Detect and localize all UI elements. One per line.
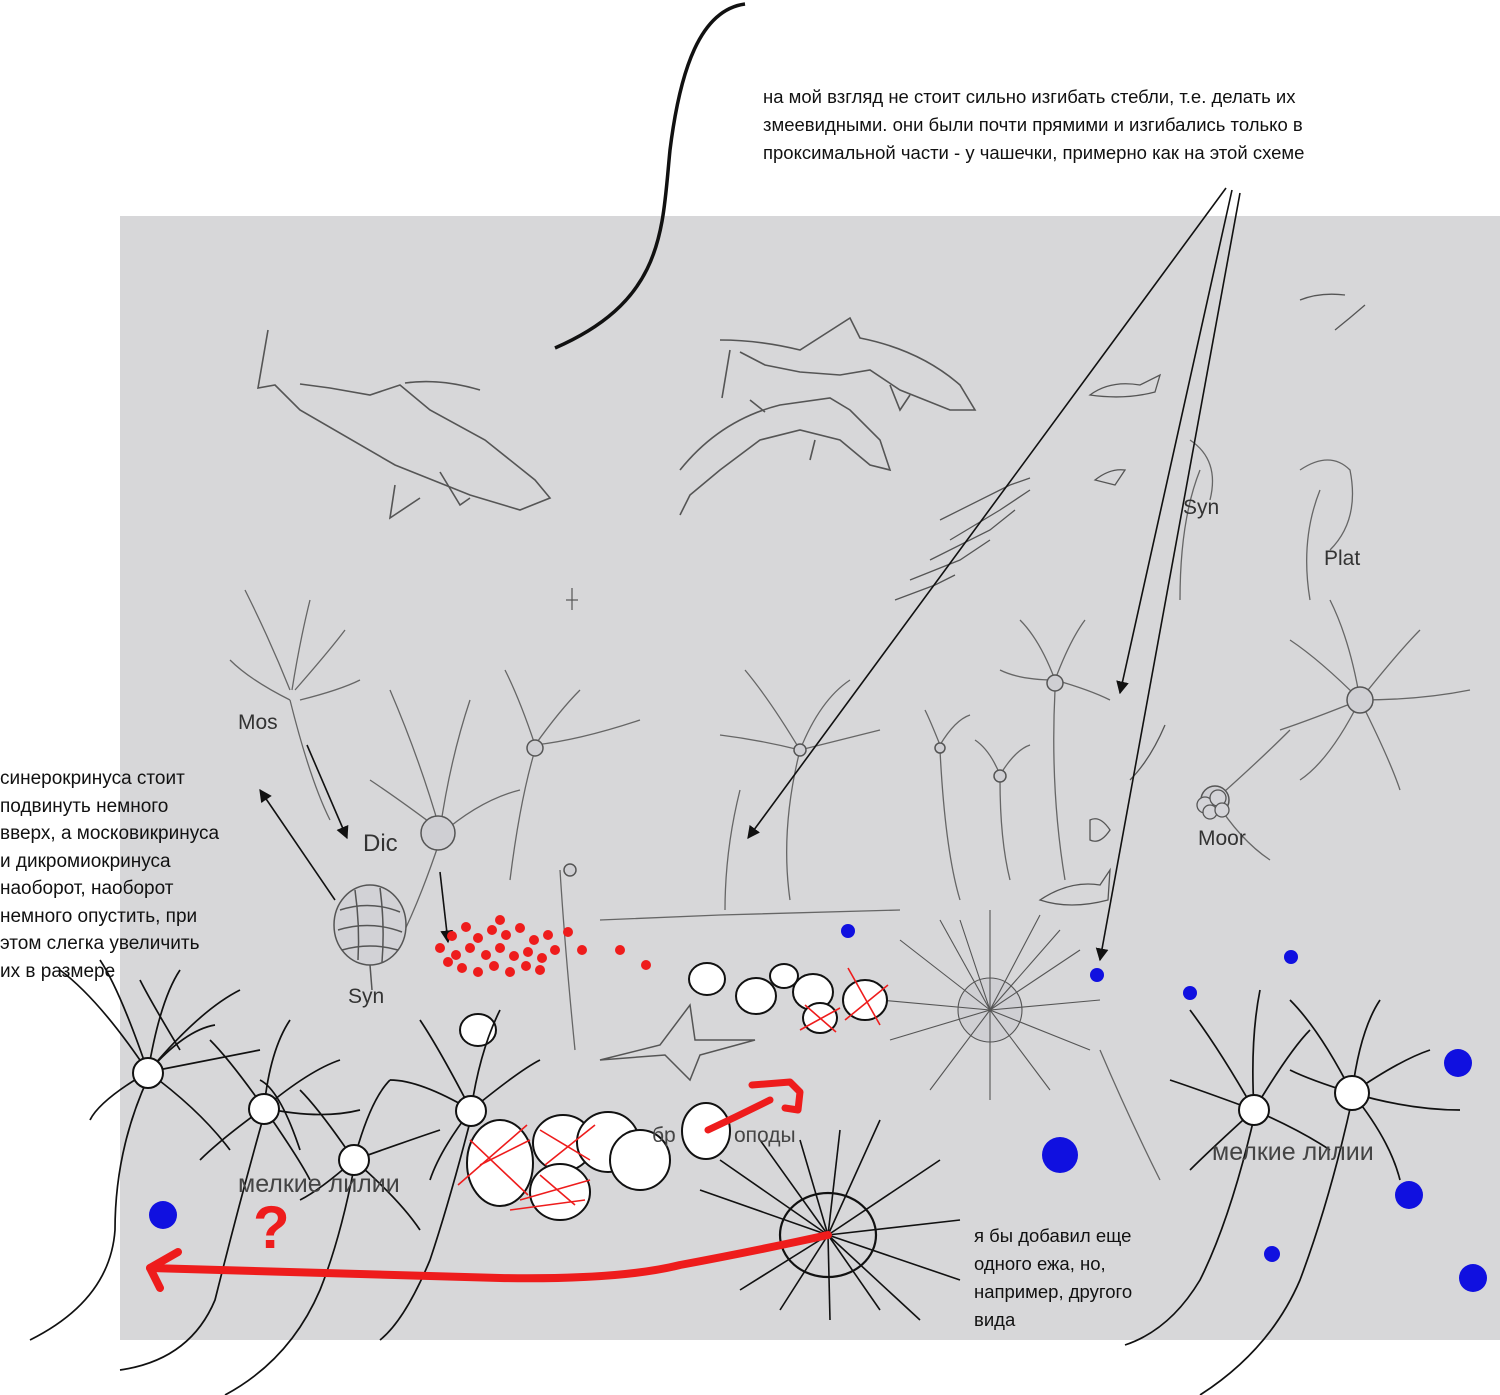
red-curly-arrow <box>704 1078 804 1134</box>
left-note-line: этом слегка увеличить <box>0 933 200 954</box>
blue-dots <box>149 924 1487 1292</box>
right-note-line: например, другого <box>974 1281 1133 1302</box>
red-arrow-left <box>146 1231 832 1292</box>
left-note-line: и дикромиокринуса <box>0 850 171 872</box>
small-lily-calyxes-right <box>1238 1075 1370 1126</box>
top-note-line: проксимальной части - у чашечки, примерн… <box>763 142 1305 163</box>
label-syn-bottom: Syn <box>348 985 385 1008</box>
left-note-line: вверх, а московикринуса <box>0 823 220 844</box>
label-brachiopods-start: бр <box>652 1124 676 1147</box>
left-note-line: немного опустить, при <box>0 905 198 927</box>
label-small-lilies-right: мелкие лилии <box>1212 1138 1374 1166</box>
top-note-line: на мой взгляд не стоит сильно изгибать с… <box>763 86 1296 107</box>
brachiopods-upper <box>459 962 888 1047</box>
stem-curve-example <box>554 2 746 350</box>
annotation-top-note: на мой взгляд не стоит сильно изгибать с… <box>763 83 1304 167</box>
left-note-line: наоборот, наоборот <box>0 878 174 899</box>
right-note-line: одного ежа, но, <box>974 1253 1106 1274</box>
left-note-line: их в размере <box>0 960 116 982</box>
top-note-line: змеевидными. они были почти прямими и из… <box>763 114 1303 135</box>
label-brachiopods-end: оподы <box>734 1124 796 1147</box>
label-mos: Mos <box>238 711 278 734</box>
shark-drawings <box>257 316 977 520</box>
red-dot-cluster <box>435 915 651 977</box>
small-lilies-left <box>29 959 541 1395</box>
pencil-crosshair <box>566 588 578 610</box>
annotation-arrows <box>259 187 1241 962</box>
left-note-line: синерокринуса стоит <box>0 768 185 789</box>
small-lily-calyxes-left <box>132 1057 487 1176</box>
red-cross-marks-upper <box>799 967 889 1033</box>
cystoid-syn <box>333 884 407 991</box>
annotation-left-note: синерокринуса стоит подвинуть немного вв… <box>0 765 219 985</box>
starfish <box>599 1003 756 1082</box>
red-cross-marks-lower <box>457 1124 596 1211</box>
label-small-lilies-left: мелкие лилии <box>238 1170 400 1198</box>
pencil-urchin <box>879 910 1101 1100</box>
small-fish-group <box>894 293 1366 906</box>
annotation-right-note: я бы добавил еще одного ежа, но, наприме… <box>974 1222 1132 1334</box>
label-dic: Dic <box>363 830 398 857</box>
label-syn-top: Syn <box>1183 496 1220 519</box>
right-note-line: вида <box>974 1309 1016 1330</box>
red-question-mark: ? <box>253 1194 290 1261</box>
label-plat: Plat <box>1324 547 1361 570</box>
ink-urchin <box>699 1119 961 1321</box>
right-note-line: я бы добавил еще <box>974 1225 1132 1246</box>
label-moor: Moor <box>1198 827 1246 850</box>
moor-cluster <box>1196 789 1230 820</box>
left-note-line: подвинуть немного <box>0 795 169 817</box>
